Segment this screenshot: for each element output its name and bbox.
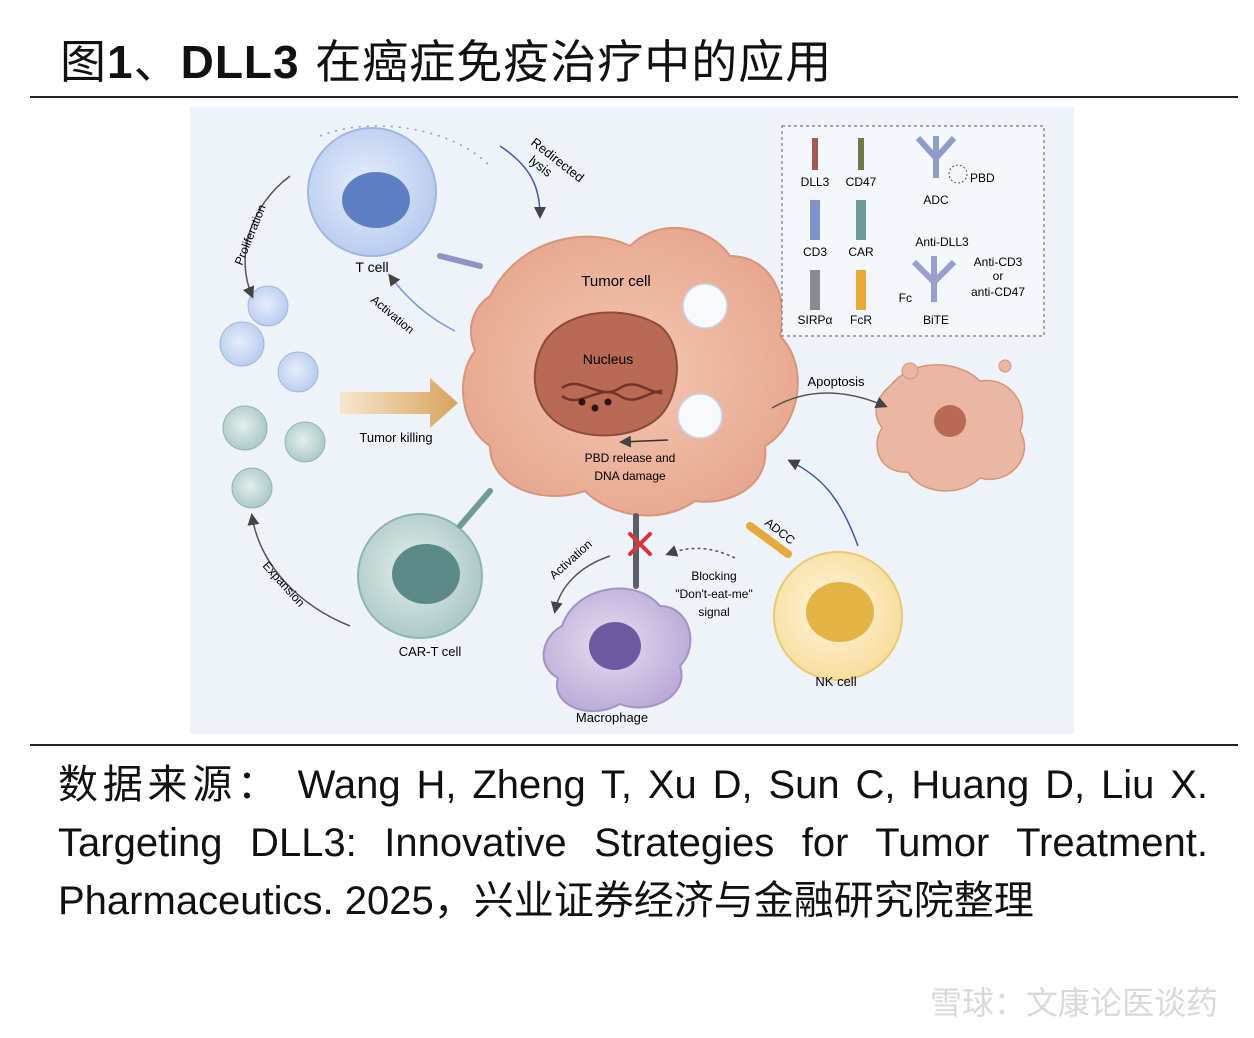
pbd-release-arrow	[619, 435, 669, 448]
expansion-arrow	[247, 513, 351, 627]
pbd-dot	[591, 404, 599, 412]
blocking-arrow	[665, 545, 736, 559]
dont-eat-me-label: "Don't-eat-me"	[675, 587, 753, 601]
redirected-lysis-arrow	[499, 145, 546, 219]
adcc-arrow	[787, 459, 859, 547]
dll3-legend-icon	[812, 138, 818, 170]
proliferating-t-cell	[219, 321, 265, 367]
fcr-receptor-icon	[746, 522, 792, 558]
legend-cd47-label: CD47	[846, 175, 877, 189]
legend-cd3-label: CD3	[803, 245, 827, 259]
pbd-dot	[578, 398, 586, 406]
title-gene-name: DLL3	[180, 36, 300, 88]
figure-title: 图1、DLL3 在癌症免疫治疗中的应用	[60, 26, 832, 92]
nk-cell-label: NK cell	[815, 674, 856, 689]
source-label: 数据来源：	[58, 762, 282, 808]
macrophage-nucleus	[589, 622, 641, 670]
legend-adc-label: ADC	[923, 193, 949, 207]
car-legend-icon	[856, 200, 866, 240]
legend-pbd-label: PBD	[970, 171, 995, 185]
apoptotic-fragment	[934, 405, 966, 437]
lysosome-icon	[677, 393, 723, 439]
proliferation-arrow	[242, 175, 291, 299]
t-cell-activation-arrow	[388, 273, 456, 332]
blocking-x-icon	[628, 532, 652, 556]
bottom-rule	[30, 744, 1238, 746]
legend-or-label: or	[993, 269, 1004, 283]
legend-sirpa-label: SIRPα	[798, 313, 833, 327]
dna-damage-label: DNA damage	[594, 469, 666, 483]
legend-box	[781, 125, 1045, 337]
bite-legend-icon	[911, 256, 957, 302]
title-rest: 在癌症免疫治疗中的应用	[299, 35, 833, 89]
blocking-label: Blocking	[691, 569, 736, 583]
lysis-particles	[319, 125, 491, 167]
pbd-legend-icon	[948, 164, 968, 184]
tumor-killing-label: Tumor killing	[359, 430, 432, 445]
tumor-cell-label: Tumor cell	[581, 273, 650, 290]
fcr-legend-icon	[856, 270, 866, 310]
pbd-dot	[604, 398, 612, 406]
endosome-icon	[682, 283, 728, 329]
legend-fc-label: Fc	[899, 291, 912, 305]
legend-anti-cd47-label: anti-CD47	[971, 285, 1025, 299]
t-cell-nucleus	[342, 172, 410, 228]
signal-label: signal	[698, 605, 729, 619]
macrophage-label: Macrophage	[576, 710, 648, 725]
bite-antibody-icon	[437, 253, 483, 269]
apoptotic-body	[998, 359, 1012, 373]
car-receptor-icon	[457, 488, 493, 529]
car-t-nucleus	[392, 544, 460, 604]
legend-fcr-label: FcR	[850, 313, 872, 327]
pbd-release-label: PBD release and	[585, 451, 676, 465]
tumor-killing-arrow	[340, 378, 458, 428]
nucleus-label: Nucleus	[583, 351, 634, 367]
proliferating-t-cell	[247, 285, 289, 327]
dna-helix-strand-icon	[561, 390, 663, 402]
legend-car-label: CAR	[848, 245, 874, 259]
title-separator: 、	[133, 35, 181, 89]
expanding-car-t-cell	[222, 405, 268, 451]
cd3-legend-icon	[810, 200, 820, 240]
top-rule	[30, 96, 1238, 98]
expanding-car-t-cell	[284, 421, 326, 463]
apoptosis-label: Apoptosis	[807, 374, 865, 389]
expanding-car-t-cell	[231, 467, 273, 509]
watermark: 雪球：文康论医谈药	[929, 984, 1218, 1022]
apoptosis-arrow	[771, 392, 888, 409]
dna-helix-icon	[561, 382, 663, 394]
nk-cell-nucleus	[806, 582, 874, 642]
legend-anti-dll3-label: Anti-DLL3	[915, 235, 969, 249]
source-citation: Wang H, Zheng T, Xu D, Sun C, Huang D, L…	[58, 763, 1208, 923]
apoptotic-body	[901, 362, 919, 380]
sirpa-legend-icon	[810, 270, 820, 310]
nucleus-shape	[533, 311, 678, 437]
legend-bite-label: BiTE	[923, 313, 949, 327]
macrophage-activation-arrow	[550, 555, 611, 614]
title-number: 1	[107, 36, 134, 88]
legend-anti-cd3-label: Anti-CD3	[974, 255, 1023, 269]
dll3-immunotherapy-diagram: DLL3 CD47 ADC PBD CD3 CAR Anti-DLL3 Anti…	[190, 106, 1074, 734]
car-t-cell-label: CAR-T cell	[399, 644, 462, 659]
t-cell-label: T cell	[355, 259, 388, 275]
title-prefix: 图	[60, 35, 107, 89]
adc-legend-icon	[915, 135, 957, 178]
cd47-legend-icon	[858, 138, 864, 170]
source-note: 数据来源： Wang H, Zheng T, Xu D, Sun C, Huan…	[58, 756, 1208, 930]
proliferating-t-cell	[277, 351, 319, 393]
legend-dll3-label: DLL3	[801, 175, 830, 189]
